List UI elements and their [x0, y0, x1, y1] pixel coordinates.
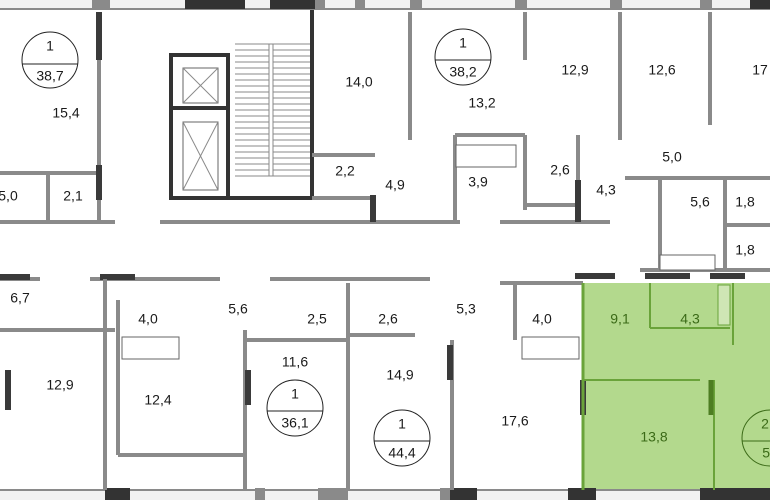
room-area: 3,9	[468, 174, 488, 190]
room-area: 4,0	[138, 311, 158, 327]
bottom-facade	[0, 488, 770, 500]
room-area: 4,3	[596, 182, 616, 198]
room-area: 2,5	[307, 311, 327, 327]
room-area: 11,6	[282, 354, 308, 370]
walls-bottom	[0, 144, 745, 490]
selected-apartment-fill[interactable]	[583, 283, 770, 490]
room-labels-top: 15,4 5,0 2,1 14,0 2,2 4,9 13,2 3,9 2,6 1…	[0, 62, 768, 258]
room-area: 12,9	[561, 62, 588, 78]
room-labels-bottom: 6,7 4,0 5,6 2,5 2,6 5,3 4,0 9,1 4,3 12,9…	[10, 290, 700, 445]
room-area: 14,0	[345, 74, 372, 90]
apartment-badge[interactable]: 1 44,4	[373, 409, 431, 467]
room-area: 4,3	[680, 311, 700, 327]
room-area: 6,7	[10, 290, 30, 306]
room-area: 2,6	[378, 311, 398, 327]
walls-top	[0, 10, 770, 272]
room-area: 13,8	[640, 429, 667, 445]
apartment-rooms: 1	[459, 35, 467, 51]
apartment-badge[interactable]: 1 38,7	[21, 31, 79, 89]
room-area: 5,6	[228, 301, 248, 317]
apartment-area: 44,4	[388, 445, 415, 461]
room-area: 2,6	[550, 162, 570, 178]
apartment-rooms: 1	[291, 386, 299, 402]
apartment-rooms: 2	[761, 416, 769, 432]
room-area: 13,2	[468, 95, 495, 111]
room-area: 5,6	[690, 194, 710, 210]
apartment-badge-selected[interactable]: 2 55	[741, 409, 770, 467]
stair-railing	[268, 43, 274, 177]
room-area: 5,3	[456, 301, 476, 317]
room-area: 15,4	[52, 105, 79, 121]
room-area: 12,6	[648, 62, 675, 78]
apartment-area: 55	[762, 445, 770, 461]
room-area: 17	[752, 62, 768, 78]
room-area: 5,0	[0, 188, 18, 204]
room-area: 4,9	[385, 177, 405, 193]
apartment-badge[interactable]: 1 38,2	[434, 28, 492, 86]
apartment-badge[interactable]: 1 36,1	[266, 379, 324, 437]
room-area: 2,2	[335, 163, 355, 179]
room-area: 1,8	[735, 194, 755, 210]
room-area: 4,0	[532, 311, 552, 327]
room-area: 12,9	[46, 377, 73, 393]
room-area: 9,1	[610, 311, 630, 327]
room-area: 12,4	[144, 392, 171, 408]
apartment-area: 38,2	[449, 64, 476, 80]
apartment-area: 36,1	[281, 415, 308, 431]
room-area: 17,6	[501, 413, 528, 429]
apartment-rooms: 1	[398, 416, 406, 432]
apartment-rooms: 1	[46, 38, 54, 54]
room-area: 5,0	[662, 149, 682, 165]
apartment-area: 38,7	[36, 68, 63, 84]
room-area: 2,1	[63, 188, 83, 204]
room-area: 14,9	[386, 367, 413, 383]
room-area: 1,8	[735, 242, 755, 258]
top-facade	[0, 0, 770, 10]
